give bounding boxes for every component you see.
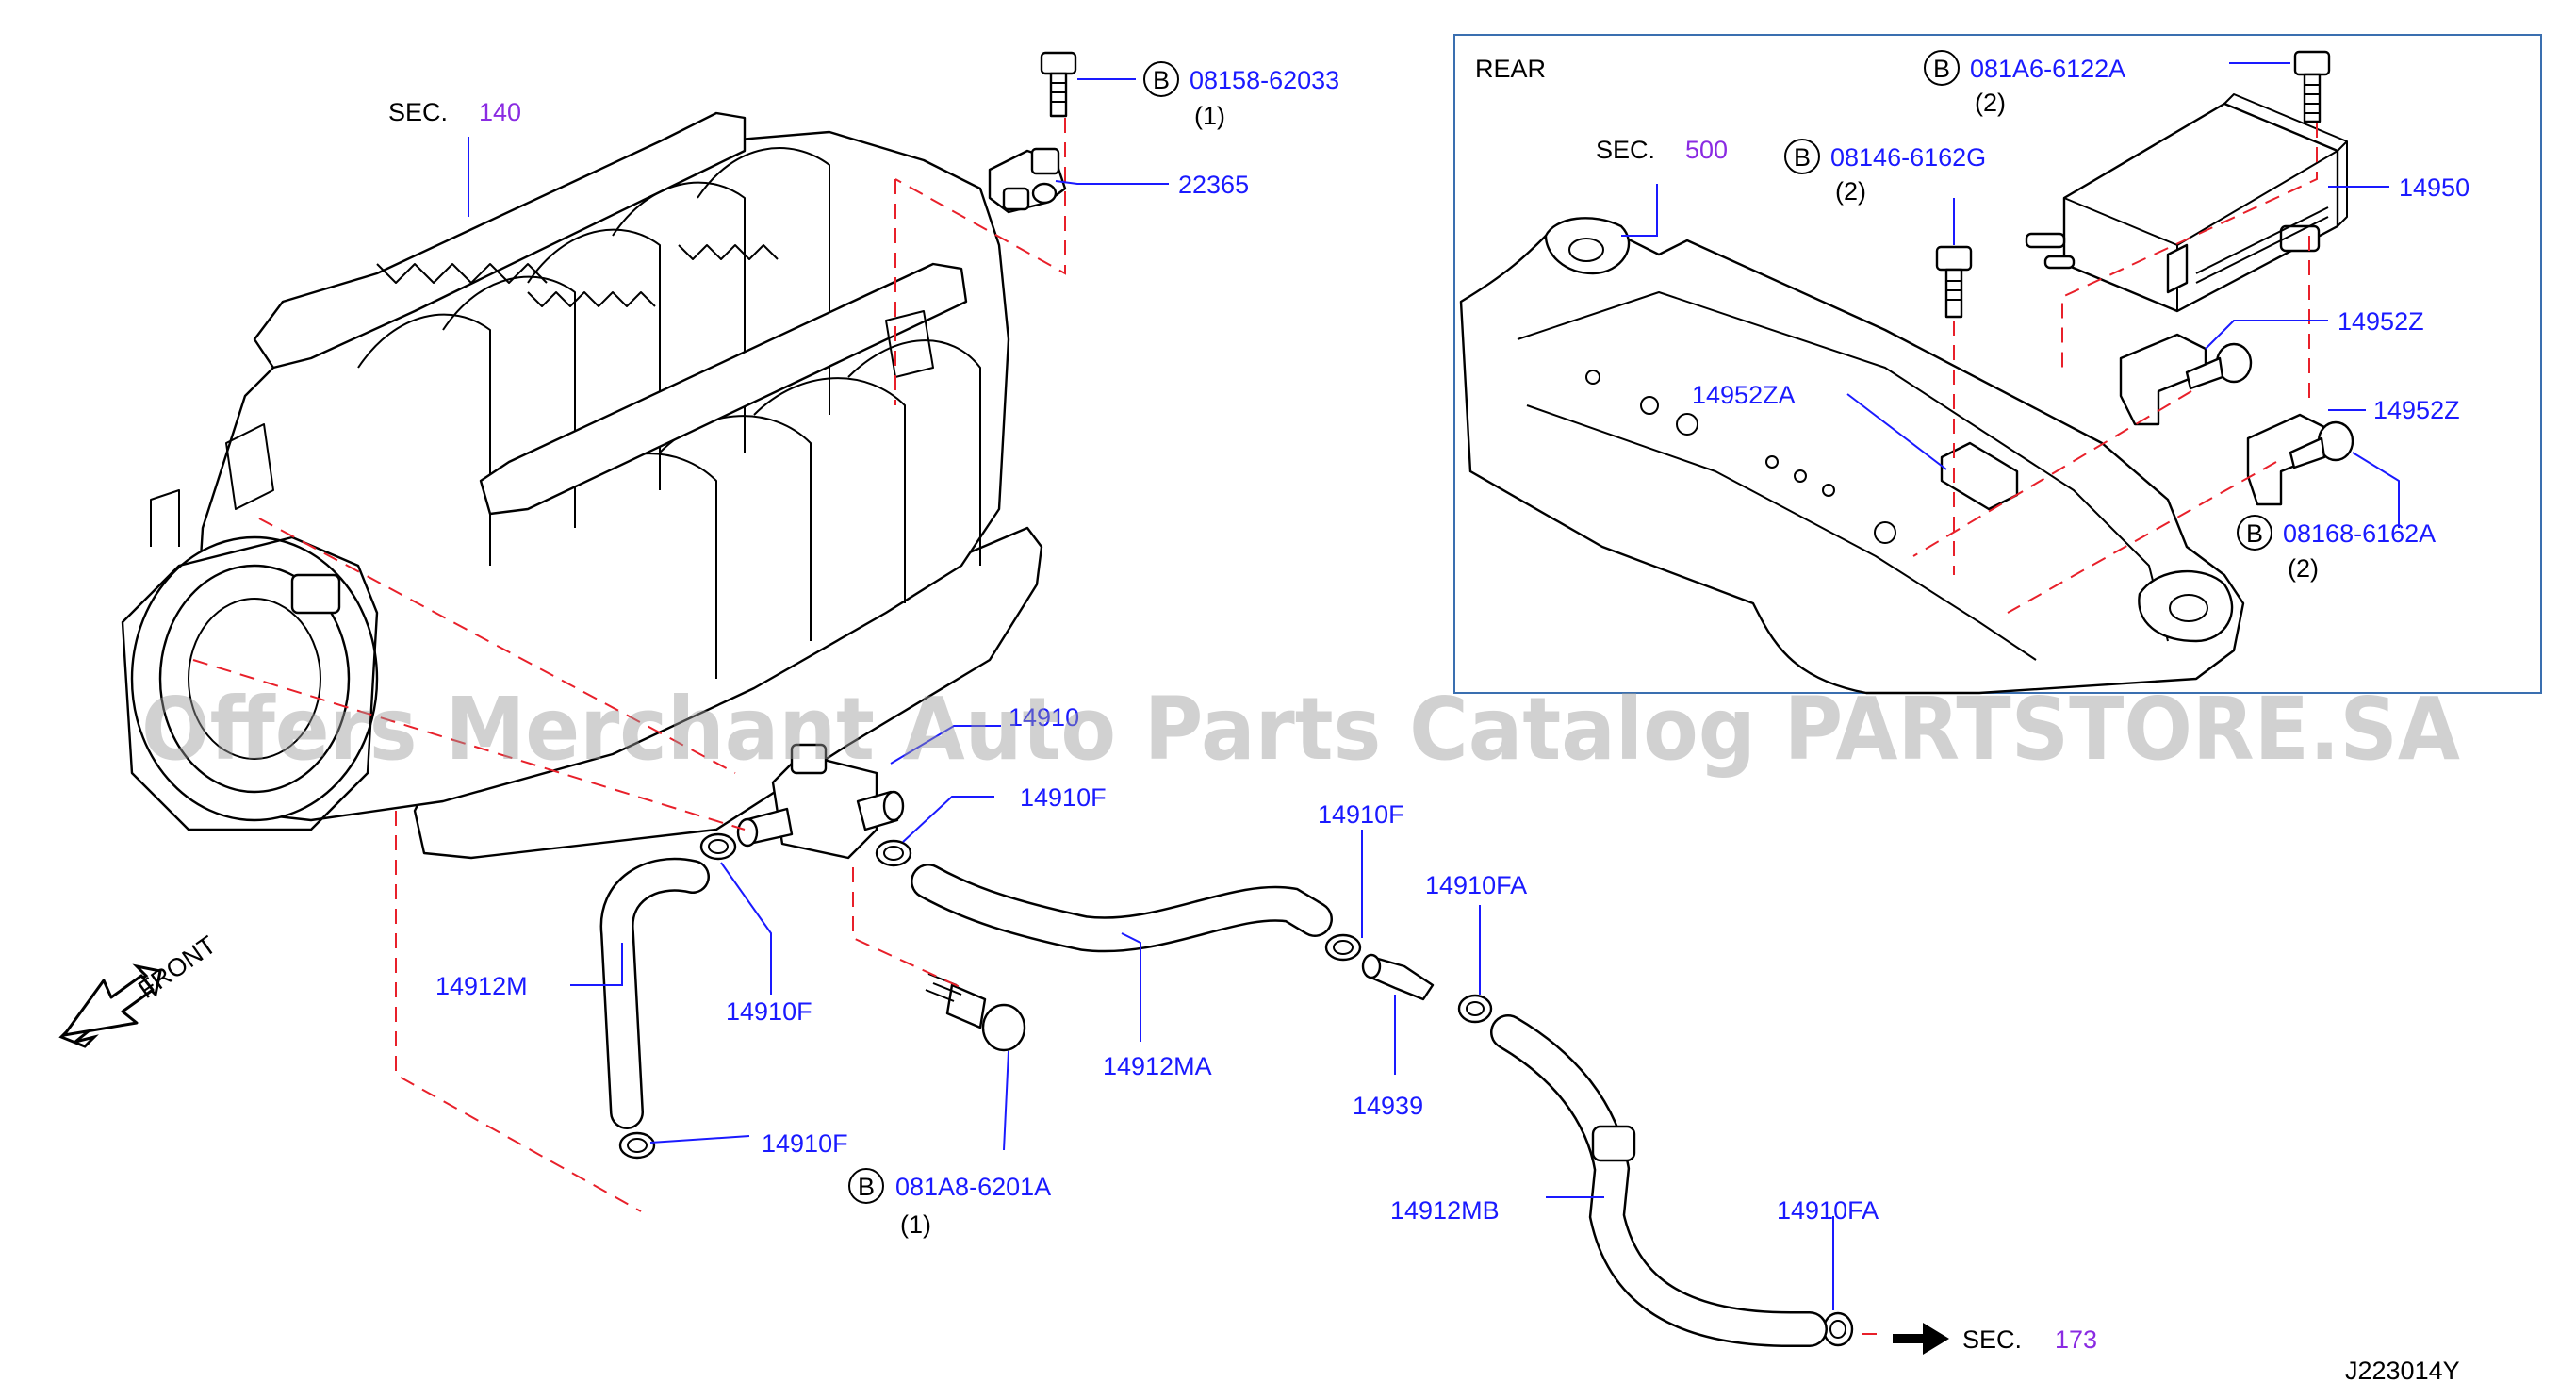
- connector-14939: [1361, 953, 1435, 1001]
- bolt-marker-08158: B: [1153, 66, 1170, 94]
- clamp-14910FA-b: [1822, 1311, 1854, 1347]
- part-label-14910FA-b[interactable]: 14910FA: [1777, 1196, 1879, 1225]
- bolt-081A8-6201A: [925, 973, 1026, 1052]
- clamp-14910FA-a: [1457, 994, 1493, 1024]
- part-label-14952Z-b[interactable]: 14952Z: [2373, 396, 2460, 424]
- outlet-arrow: [1893, 1323, 1949, 1355]
- front-arrow-icon: [58, 963, 162, 1048]
- sec-label-500: SEC.: [1596, 136, 1655, 164]
- assembly-lines: [192, 118, 2318, 1335]
- part-label-14910F-c[interactable]: 14910F: [726, 997, 812, 1026]
- clamp-14910F-a: [699, 832, 737, 861]
- part-label-14952ZA[interactable]: 14952ZA: [1692, 381, 1796, 409]
- part-label-08146-6162G[interactable]: 08146-6162G: [1830, 143, 1986, 172]
- qty-08158-62033: (1): [1194, 102, 1225, 130]
- part-label-08158-62033[interactable]: 08158-62033: [1190, 66, 1339, 94]
- bolt-marker-08146: B: [1794, 143, 1811, 172]
- part-label-14939[interactable]: 14939: [1353, 1092, 1423, 1120]
- bolt-14952Z-a: [2185, 342, 2253, 390]
- intake-manifold: [121, 111, 1043, 860]
- bolt-081A6-6122A: [2293, 50, 2331, 123]
- bolt-08158-62033: [1040, 51, 1077, 118]
- part-label-14952Z-a[interactable]: 14952Z: [2338, 307, 2424, 336]
- bolt-marker-081A8: B: [858, 1173, 875, 1201]
- clamp-14910F-d: [618, 1131, 656, 1160]
- part-label-14910F-b[interactable]: 14910F: [1318, 800, 1404, 829]
- clamp-14910F-c: [1324, 933, 1362, 962]
- leader-lines: [468, 62, 2400, 1310]
- bracket-14952Z-a: [2119, 333, 2207, 426]
- rear-label: REAR: [1475, 55, 1546, 83]
- part-label-14912MB[interactable]: 14912MB: [1390, 1196, 1500, 1225]
- purge-valve-14910: [736, 743, 905, 860]
- qty-081A8-6201A: (1): [900, 1210, 931, 1239]
- part-label-14912MA[interactable]: 14912MA: [1103, 1052, 1212, 1080]
- hose-14912MA: [911, 864, 1333, 953]
- qty-08168-6162A: (2): [2288, 554, 2319, 583]
- rear-frame: [1459, 217, 2245, 695]
- part-label-14910F-a[interactable]: 14910F: [1020, 783, 1107, 812]
- part-label-14910F-d[interactable]: 14910F: [762, 1129, 848, 1158]
- part-label-14910FA-a[interactable]: 14910FA: [1425, 871, 1527, 899]
- hose-14912M: [599, 857, 710, 1129]
- part-label-14910[interactable]: 14910: [1009, 703, 1079, 732]
- part-label-22365[interactable]: 22365: [1178, 171, 1249, 199]
- bolt-marker-081A6: B: [1933, 55, 1950, 83]
- sec-ref-140[interactable]: 140: [479, 98, 521, 126]
- sec-label-140: SEC.: [388, 98, 448, 126]
- bolt-08168-6162A: [2289, 420, 2354, 469]
- part-label-14912M[interactable]: 14912M: [435, 972, 528, 1000]
- canister-14950: [2025, 93, 2348, 313]
- clamp-14910F-b: [875, 839, 912, 867]
- part-label-081A6-6122A[interactable]: 081A6-6122A: [1970, 55, 2125, 83]
- qty-08146-6162G: (2): [1835, 177, 1866, 206]
- part-label-08168-6162A[interactable]: 08168-6162A: [2283, 519, 2436, 548]
- bolt-markers: [848, 50, 2272, 1204]
- bolt-08146-6162G: [1935, 245, 1973, 319]
- sec-label-173: SEC.: [1962, 1325, 2022, 1354]
- sec-ref-173[interactable]: 173: [2055, 1325, 2097, 1354]
- sensor-22365: [988, 147, 1067, 214]
- sec-ref-500[interactable]: 500: [1685, 136, 1728, 164]
- part-label-081A8-6201A[interactable]: 081A8-6201A: [895, 1173, 1051, 1201]
- bolt-marker-08168: B: [2246, 519, 2263, 548]
- diagram-code: J223014Y: [2345, 1357, 2460, 1385]
- part-label-14950[interactable]: 14950: [2399, 173, 2469, 202]
- qty-081A6-6122A: (2): [1975, 89, 2006, 117]
- watermark: Offers Merchant Auto Parts Catalog PARTS…: [141, 679, 2460, 780]
- bracket-14952Z-b: [2246, 413, 2330, 506]
- hose-14912MB: [1490, 1014, 1828, 1347]
- rear-inset-box: [1453, 34, 2542, 694]
